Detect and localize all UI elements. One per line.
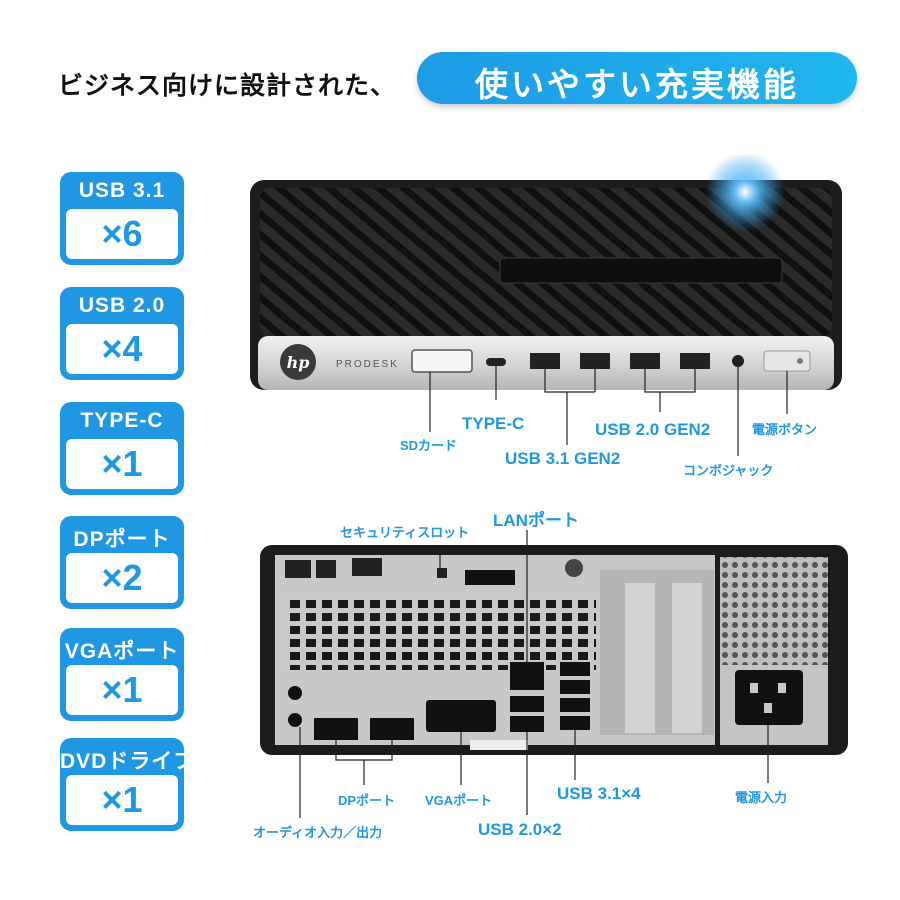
label-power-button: 電源ボタン: [752, 422, 818, 437]
usb31-port: [560, 662, 590, 676]
badge-value: ×4: [101, 328, 143, 369]
power-button[interactable]: [763, 350, 811, 372]
vga-port: [426, 700, 496, 732]
badge-label: USB 2.0: [78, 294, 166, 317]
badge-value: ×1: [101, 669, 143, 710]
badge-value: ×1: [101, 443, 143, 484]
label-combo: コンボジャック: [683, 463, 774, 478]
front-pc: hp PRODESK: [250, 152, 842, 390]
sd-slot: [411, 349, 473, 373]
dp-port: [314, 718, 358, 740]
usb31-port: [580, 353, 610, 369]
badge-label: USB 3.1: [78, 179, 166, 202]
headline-pill: 使いやすい充実機能: [417, 52, 857, 104]
badge-label: VGAポート: [64, 640, 180, 663]
label-vga: VGAポート: [425, 793, 493, 808]
security-slot: [437, 568, 447, 578]
badge-label: TYPE-C: [80, 409, 164, 432]
rear-callouts: [299, 530, 769, 818]
audio-jack: [288, 713, 302, 727]
label-power-inlet: 電源入力: [735, 790, 788, 805]
dvd-drive: [499, 257, 783, 284]
usb31-port: [560, 680, 590, 694]
power-icon: [797, 358, 803, 364]
rear-pc: [260, 545, 848, 755]
label-dp: DPポート: [338, 793, 396, 808]
badge-dvd: DVDドライブ ×1: [60, 738, 196, 831]
model-text: PRODESK: [336, 359, 399, 370]
label-usb31-rear: USB 3.1×4: [557, 784, 641, 803]
front-callouts: [429, 366, 788, 456]
label-security: セキュリティスロット: [340, 525, 470, 540]
headline: ビジネス向けに設計された、 使いやすい充実機能: [0, 52, 900, 108]
label-audio: オーディオ入力／出力: [253, 825, 383, 840]
badge-label: DVDドライブ: [60, 750, 196, 773]
usb20-port: [510, 716, 544, 732]
badge-typec: TYPE-C ×1: [60, 402, 184, 495]
combo-jack: [732, 355, 744, 367]
usb20-port: [680, 353, 710, 369]
dp-port: [370, 718, 414, 740]
typec-port: [486, 358, 506, 366]
usb31-port: [530, 353, 560, 369]
badge-usb20: USB 2.0 ×4: [60, 287, 184, 380]
hp-logo-icon: [280, 344, 316, 380]
usb20-port: [510, 696, 544, 712]
label-typec-front: TYPE-C: [462, 414, 525, 433]
usb20-port: [630, 353, 660, 369]
usb31-port: [560, 698, 590, 712]
lan-port: [510, 662, 544, 690]
badge-value: ×1: [101, 779, 143, 820]
headline-highlight: 使いやすい充実機能: [475, 65, 799, 104]
badge-value: ×2: [101, 557, 143, 598]
label-lan: LANポート: [493, 511, 579, 530]
label-usb20-front: USB 2.0 GEN2: [595, 420, 711, 439]
brand-text: hp: [287, 353, 310, 372]
usb31-port: [560, 716, 590, 730]
headline-lead: ビジネス向けに設計された、: [58, 71, 397, 100]
label-usb20-rear: USB 2.0×2: [478, 820, 562, 839]
power-inlet: [735, 670, 803, 725]
label-usb31-front: USB 3.1 GEN2: [505, 449, 621, 468]
badge-label: DPポート: [73, 528, 171, 551]
badge-usb31: USB 3.1 ×6: [60, 172, 184, 265]
badge-value: ×6: [101, 213, 143, 254]
label-sd: SDカード: [400, 438, 458, 453]
badge-vga: VGAポート ×1: [60, 628, 184, 721]
audio-jack: [288, 686, 302, 700]
badge-dp: DPポート ×2: [60, 516, 184, 609]
